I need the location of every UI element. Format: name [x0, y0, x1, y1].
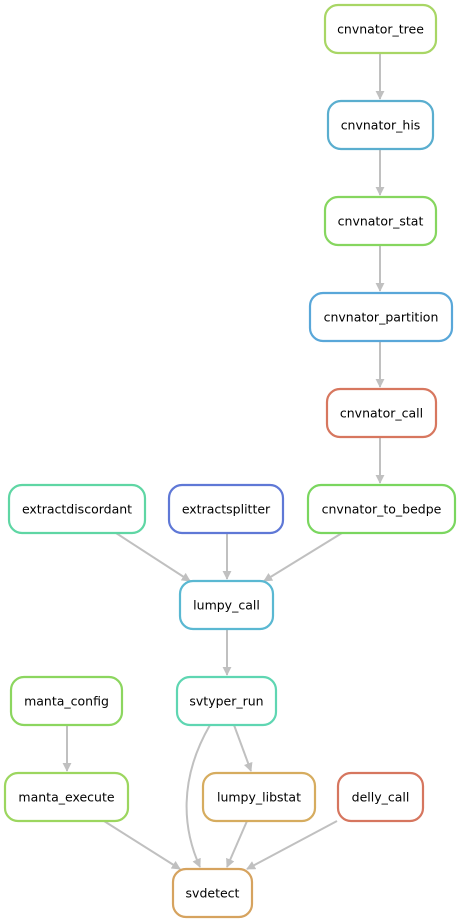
node-label-cnvnator_tree: cnvnator_tree: [337, 22, 424, 37]
node-box-cnvnator_tree: [323, 3, 438, 55]
node-box-cnvnator_to_bedpe: [306, 483, 457, 535]
node-label-svdetect: svdetect: [186, 886, 240, 901]
node-box-extractsplitter: [167, 483, 285, 535]
edge-cnvnator_to_bedpe-to-lumpy_call: [263, 532, 343, 582]
edge-lumpy_libstat-to-svdetect: [226, 820, 248, 868]
node-label-delly_call: delly_call: [352, 790, 410, 805]
node-lumpy_call: lumpy_call: [178, 579, 275, 631]
node-label-lumpy_call: lumpy_call: [193, 598, 260, 613]
node-lumpy_libstat: lumpy_libstat: [201, 771, 317, 823]
node-cnvnator_to_bedpe: cnvnator_to_bedpe: [306, 483, 457, 535]
node-svtyper_run: svtyper_run: [175, 675, 278, 727]
node-label-cnvnator_his: cnvnator_his: [341, 118, 421, 133]
node-cnvnator_stat: cnvnator_stat: [323, 195, 438, 247]
node-svdetect: svdetect: [171, 867, 254, 919]
node-cnvnator_his: cnvnator_his: [326, 99, 435, 151]
node-label-extractdiscordant: extractdiscordant: [22, 502, 132, 517]
node-label-svtyper_run: svtyper_run: [189, 694, 263, 709]
node-box-cnvnator_call: [325, 387, 438, 439]
node-box-lumpy_call: [178, 579, 275, 631]
node-delly_call: delly_call: [336, 771, 425, 823]
node-label-cnvnator_partition: cnvnator_partition: [324, 310, 439, 325]
edge-svtyper_run-to-svdetect: [185, 724, 211, 868]
edge-svtyper_run-to-lumpy_libstat: [233, 724, 253, 772]
node-box-lumpy_libstat: [201, 771, 317, 823]
node-label-manta_execute: manta_execute: [18, 790, 114, 805]
node-box-manta_config: [9, 675, 124, 727]
node-box-cnvnator_partition: [308, 291, 454, 343]
node-box-extractdiscordant: [7, 483, 147, 535]
node-box-svtyper_run: [175, 675, 278, 727]
node-manta_config: manta_config: [9, 675, 124, 727]
node-box-cnvnator_his: [326, 99, 435, 151]
node-label-manta_config: manta_config: [24, 694, 109, 709]
edge-manta_execute-to-svdetect: [103, 820, 181, 870]
node-extractdiscordant: extractdiscordant: [7, 483, 147, 535]
node-box-svdetect: [171, 867, 254, 919]
node-cnvnator_partition: cnvnator_partition: [308, 291, 454, 343]
node-layer: cnvnator_tree cnvnator_his cnvnator_statcn…: [3, 3, 457, 919]
edge-layer: [62, 53, 385, 870]
node-label-cnvnator_call: cnvnator_call: [340, 406, 423, 421]
node-label-extractsplitter: extractsplitter: [182, 502, 271, 517]
node-manta_execute: manta_execute: [3, 771, 130, 823]
edge-extractdiscordant-to-lumpy_call: [115, 532, 191, 582]
node-cnvnator_tree: cnvnator_tree: [323, 3, 438, 55]
node-extractsplitter: extractsplitter: [167, 483, 285, 535]
node-box-manta_execute: [3, 771, 130, 823]
node-box-delly_call: [336, 771, 425, 823]
node-label-cnvnator_stat: cnvnator_stat: [338, 214, 424, 229]
edge-delly_call-to-svdetect: [246, 820, 338, 870]
node-cnvnator_call: cnvnator_call: [325, 387, 438, 439]
node-label-cnvnator_to_bedpe: cnvnator_to_bedpe: [322, 502, 442, 517]
node-label-lumpy_libstat: lumpy_libstat: [217, 790, 301, 805]
node-box-cnvnator_stat: [323, 195, 438, 247]
